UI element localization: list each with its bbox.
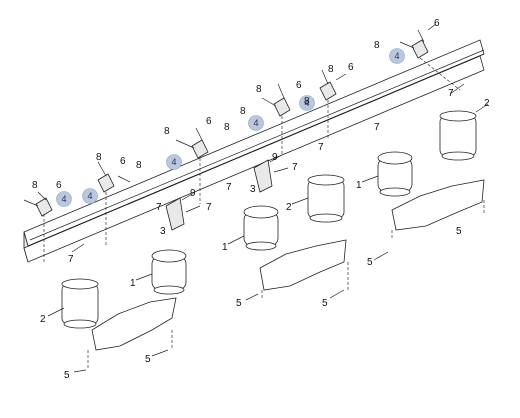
lower-plate-center bbox=[259, 239, 349, 298]
callout-6-b: 6 bbox=[120, 156, 126, 167]
callout-bubble-4-b: 4 bbox=[82, 188, 98, 204]
callout-7-f: 7 bbox=[318, 142, 324, 153]
upper-bracket-group-3 bbox=[175, 127, 209, 204]
callout-bubble-4-c: 4 bbox=[166, 154, 182, 170]
callout-8-a: 8 bbox=[32, 180, 38, 191]
callout-2-b: 2 bbox=[286, 202, 292, 213]
air-spring-left-rear bbox=[61, 278, 99, 329]
callout-6-a: 6 bbox=[56, 180, 62, 191]
callout-bubble-4-f: 4 bbox=[389, 48, 405, 64]
air-spring-center-rear bbox=[307, 174, 345, 223]
upper-bracket-group-4 bbox=[261, 83, 291, 156]
callout-6-c: 6 bbox=[206, 116, 212, 127]
air-spring-right-front bbox=[377, 151, 413, 197]
callout-6-f: 6 bbox=[434, 18, 440, 29]
callout-8-d: 8 bbox=[164, 126, 170, 137]
svg-text:4: 4 bbox=[394, 51, 399, 61]
lower-plate-right bbox=[391, 179, 485, 240]
callout-1-b: 1 bbox=[222, 242, 228, 253]
callout-bubble-4-a: 4 bbox=[56, 191, 72, 207]
callout-5-c: 5 bbox=[236, 298, 242, 309]
svg-text:4: 4 bbox=[304, 98, 309, 108]
svg-text:4: 4 bbox=[87, 191, 92, 201]
callout-2-c: 2 bbox=[484, 98, 490, 109]
callout-7-a: 7 bbox=[68, 254, 74, 265]
lower-plate-left bbox=[87, 297, 177, 370]
callout-1-a: 1 bbox=[130, 278, 136, 289]
upper-bracket-group-6 bbox=[399, 23, 461, 91]
mid-bracket-right bbox=[253, 155, 289, 193]
mid-bracket-left bbox=[165, 193, 201, 231]
callout-7-e: 7 bbox=[292, 162, 298, 173]
callout-2-a: 2 bbox=[40, 314, 46, 325]
callout-5-d: 5 bbox=[322, 298, 328, 309]
callout-7-c: 7 bbox=[206, 202, 212, 213]
svg-text:4: 4 bbox=[171, 157, 176, 167]
callout-7-b: 7 bbox=[156, 202, 162, 213]
callout-7-g: 7 bbox=[374, 122, 380, 133]
leader-lines bbox=[47, 83, 489, 373]
callout-6-e: 6 bbox=[348, 62, 354, 73]
callout-5-a: 5 bbox=[64, 370, 70, 381]
air-spring-right-rear bbox=[439, 110, 477, 161]
callout-8-c: 8 bbox=[136, 160, 142, 171]
callout-7-h: 7 bbox=[448, 88, 454, 99]
callout-8-h: 8 bbox=[304, 96, 310, 107]
callout-bubble-4-e: 4 bbox=[299, 95, 315, 111]
upper-bracket-group-1 bbox=[23, 191, 53, 262]
callout-8-e: 8 bbox=[224, 122, 230, 133]
callout-5-b: 5 bbox=[145, 354, 151, 365]
svg-text:4: 4 bbox=[61, 194, 66, 204]
callout-5-f: 5 bbox=[456, 226, 462, 237]
callout-6-d: 6 bbox=[296, 80, 302, 91]
callout-9-a: 9 bbox=[190, 188, 196, 199]
upper-bracket-group-2 bbox=[97, 161, 131, 246]
callout-1-c: 1 bbox=[356, 180, 362, 191]
air-spring-left-front bbox=[151, 249, 187, 295]
callout-7-d: 7 bbox=[226, 182, 232, 193]
svg-text:4: 4 bbox=[253, 118, 258, 128]
callout-8-f: 8 bbox=[240, 106, 246, 117]
callout-8-j: 8 bbox=[374, 40, 380, 51]
callout-5-e: 5 bbox=[367, 257, 373, 268]
air-spring-center bbox=[243, 205, 279, 251]
callout-3-a: 3 bbox=[160, 226, 166, 237]
callout-8-i: 8 bbox=[328, 64, 334, 75]
callout-3-b: 3 bbox=[250, 184, 256, 195]
upper-bracket-group-5 bbox=[319, 69, 347, 140]
callout-9-b: 9 bbox=[272, 152, 278, 163]
callout-8-g: 8 bbox=[256, 84, 262, 95]
callout-8-b: 8 bbox=[96, 152, 102, 163]
callout-bubble-4-d: 4 bbox=[248, 115, 264, 131]
